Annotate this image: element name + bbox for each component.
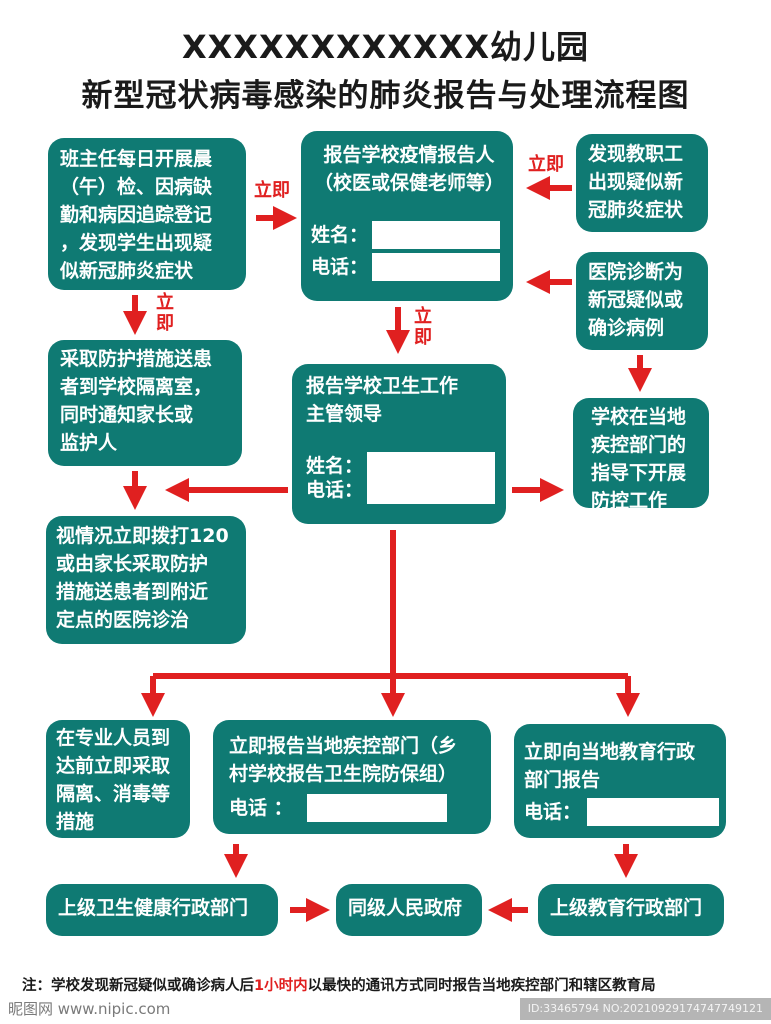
node-professional-measures-text: 在专业人员到 达前立即采取 隔离、消毒等 措施 (56, 727, 171, 833)
node-health-admin: 上级卫生健康行政部门 (46, 884, 278, 936)
node-health-leader: 报告学校卫生工作 主管领导 姓名： 电话： (292, 364, 506, 524)
health-leader-name-field[interactable] (367, 452, 496, 480)
node-report-cdc-title: 立即报告当地疾控部门（乡 村学校报告卫生院防保组） (229, 735, 458, 785)
report-cdc-phone-label: 电话 ： (229, 797, 293, 819)
health-leader-phone-field[interactable] (367, 476, 496, 504)
footnote-highlight: 1小时内 (254, 978, 308, 994)
label-immediate-2: 立即 (528, 154, 564, 175)
node-staff-symptom: 发现教职工 出现疑似新 冠肺炎症状 (576, 134, 708, 232)
node-report-person-title: 报告学校疫情报告人 （校医或保健老师等） (313, 144, 504, 194)
node-report-edu-title: 立即向当地教育行政 部门报告 (524, 741, 696, 791)
report-person-phone-field[interactable] (372, 253, 501, 281)
label-immediate-3: 立 即 (156, 292, 174, 334)
node-report-person: 报告学校疫情报告人 （校医或保健老师等） 姓名： 电话： (301, 131, 513, 301)
report-person-phone-label: 电话： (311, 256, 369, 278)
node-professional-measures: 在专业人员到 达前立即采取 隔离、消毒等 措施 (46, 720, 190, 838)
node-cdc-guidance-text: 学校在当地 疾控部门的 指导下开展 防控工作 (591, 406, 687, 512)
watermark-site: 昵图网 www.nipic.com (0, 995, 308, 1024)
node-call-120: 视情况立即拨打120 或由家长采取防护 措施送患者到附近 定点的医院诊治 (46, 516, 246, 644)
node-government: 同级人民政府 (336, 884, 482, 936)
node-health-admin-text: 上级卫生健康行政部门 (58, 897, 249, 919)
node-edu-admin-text: 上级教育行政部门 (550, 897, 703, 919)
node-hospital-diagnosis: 医院诊断为 新冠疑似或 确诊病例 (576, 252, 708, 350)
footnote-prefix: 注：学校发现新冠疑似或确诊病人后 (22, 978, 254, 994)
node-hospital-diagnosis-text: 医院诊断为 新冠疑似或 确诊病例 (588, 261, 684, 339)
node-call-120-text: 视情况立即拨打120 或由家长采取防护 措施送患者到附近 定点的医院诊治 (56, 525, 229, 631)
watermark-id: ID:33465794 NO:20210929174747749121 (519, 998, 771, 1020)
report-cdc-phone-field[interactable] (306, 794, 447, 822)
node-health-leader-title: 报告学校卫生工作 主管领导 (306, 375, 459, 425)
node-isolation-text: 采取防护措施送患 者到学校隔离室， 同时通知家长或 监护人 (60, 348, 213, 454)
node-isolation: 采取防护措施送患 者到学校隔离室， 同时通知家长或 监护人 (48, 340, 242, 466)
node-staff-symptom-text: 发现教职工 出现疑似新 冠肺炎症状 (588, 143, 684, 221)
node-report-edu: 立即向当地教育行政 部门报告 电话： (514, 724, 726, 838)
report-edu-phone-field[interactable] (587, 798, 720, 826)
report-person-name-field[interactable] (372, 221, 501, 249)
node-report-cdc: 立即报告当地疾控部门（乡 村学校报告卫生院防保组） 电话 ： (213, 720, 491, 834)
diagram-title-line2: 新型冠状病毒感染的肺炎报告与处理流程图 (81, 78, 690, 114)
footnote-suffix: 以最快的通讯方式同时报告当地疾控部门和辖区教育局 (307, 978, 656, 994)
diagram-title-line1: XXXXXXXXXXXX幼儿园 (181, 28, 590, 66)
report-edu-phone-label: 电话： (524, 801, 582, 823)
label-immediate-4: 立 即 (414, 306, 432, 348)
node-cdc-guidance: 学校在当地 疾控部门的 指导下开展 防控工作 (573, 398, 709, 512)
node-teacher-check: 班主任每日开展晨 （午）检、因病缺 勤和病因追踪登记 ，发现学生出现疑 似新冠肺… (48, 138, 246, 290)
health-leader-name-label: 姓名： (306, 455, 364, 477)
node-government-text: 同级人民政府 (348, 897, 463, 919)
node-teacher-check-text: 班主任每日开展晨 （午）检、因病缺 勤和病因追踪登记 ，发现学生出现疑 似新冠肺… (60, 148, 213, 282)
node-edu-admin: 上级教育行政部门 (538, 884, 724, 936)
health-leader-phone-label: 电话： (306, 479, 364, 501)
report-person-name-label: 姓名： (311, 224, 369, 246)
footnote: 注：学校发现新冠疑似或确诊病人后1小时内以最快的通讯方式同时报告当地疾控部门和辖… (22, 974, 656, 995)
label-immediate-1: 立即 (254, 180, 290, 201)
